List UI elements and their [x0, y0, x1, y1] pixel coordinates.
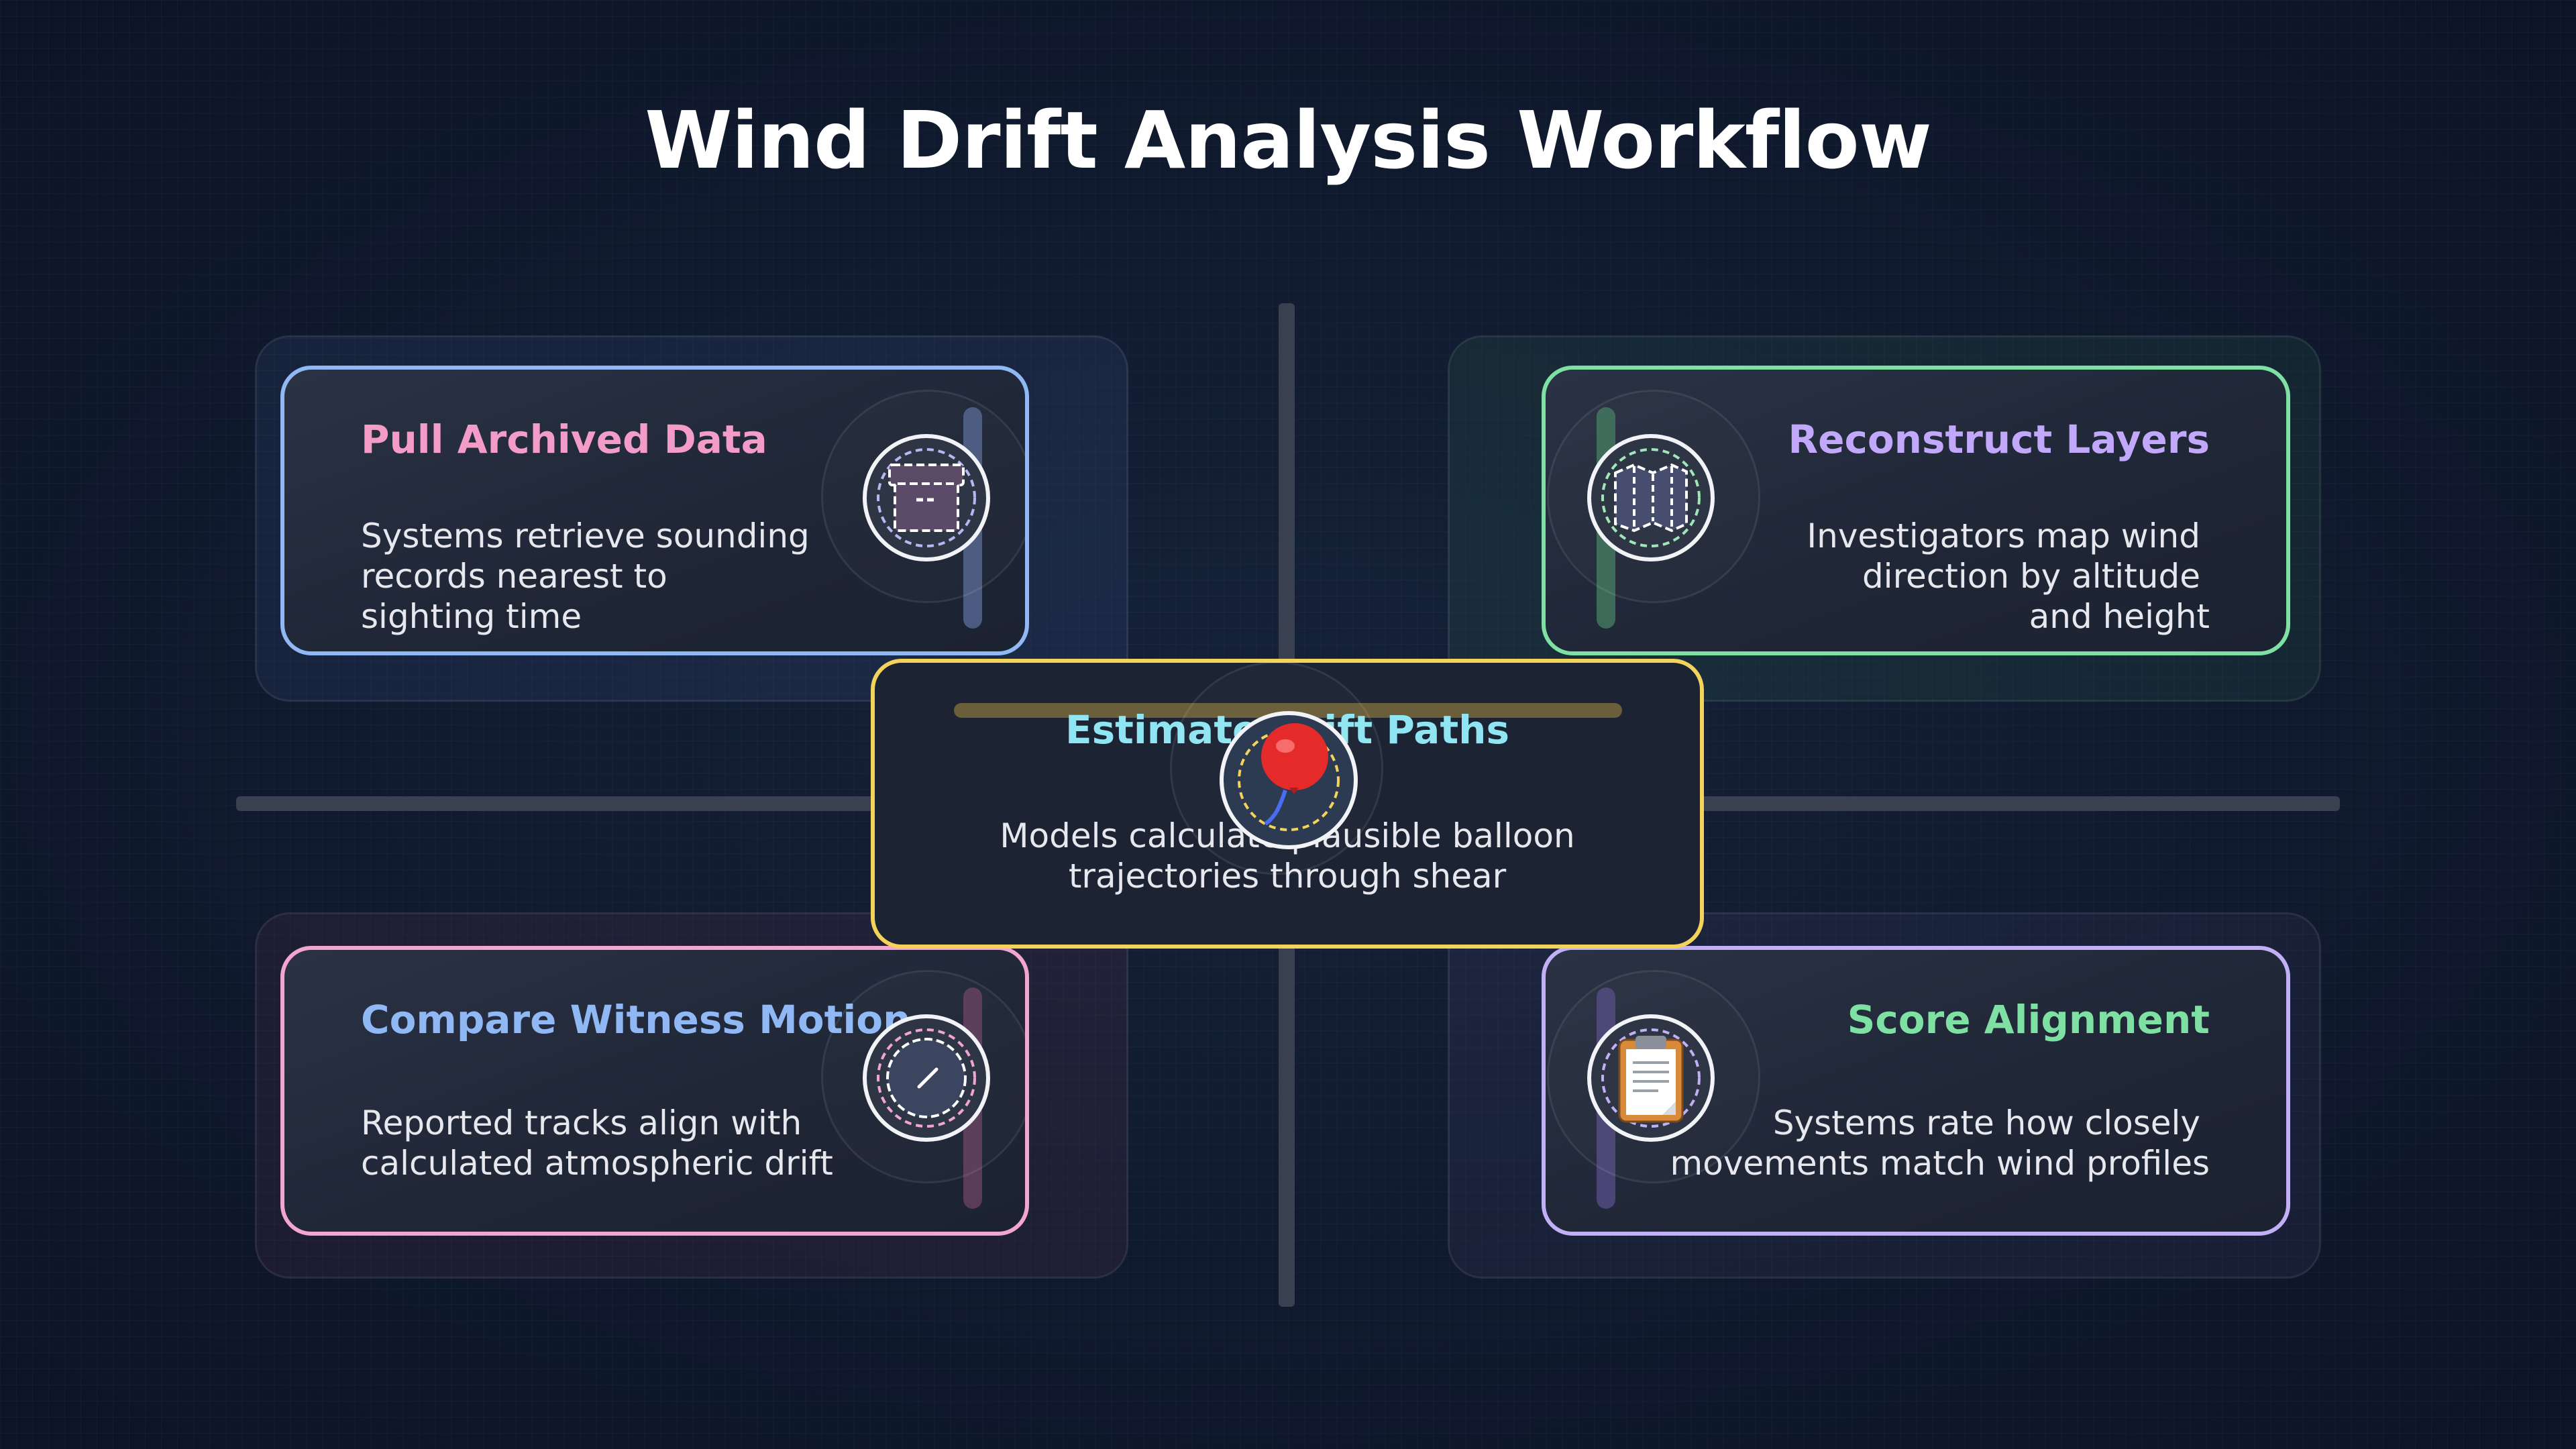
- page-title: Wind Drift Analysis Workflow: [645, 94, 1931, 186]
- step-title: Compare Witness Motion: [361, 997, 911, 1042]
- step-card-compare-witness-motion[interactable]: Compare Witness Motion Reported tracks a…: [280, 946, 1029, 1236]
- step-title: Reconstruct Layers: [1788, 417, 2210, 462]
- balloon-icon: [1220, 711, 1358, 849]
- step-card-estimate-drift-paths[interactable]: Estimate Drift Paths Models calculate pl…: [871, 659, 1704, 949]
- step-description: Investigators map wind direction by alti…: [1807, 517, 2210, 636]
- icon-halo: [821, 970, 1025, 1183]
- layered-map-icon: [1587, 434, 1715, 561]
- icon-halo: [1170, 661, 1383, 875]
- step-card-score-alignment[interactable]: Score Alignment Systems rate how closely…: [1542, 946, 2290, 1236]
- icon-halo: [821, 390, 1025, 603]
- step-description: Reported tracks align with calculated at…: [361, 1104, 833, 1183]
- compass-dial-icon: [863, 1014, 990, 1142]
- step-card-reconstruct-layers[interactable]: Reconstruct Layers Investigators map win…: [1542, 366, 2290, 655]
- clipboard-icon: [1587, 1014, 1715, 1142]
- step-title: Score Alignment: [1847, 997, 2210, 1042]
- step-title: Pull Archived Data: [361, 417, 767, 462]
- icon-halo: [1547, 390, 1760, 603]
- step-description: Systems retrieve sounding records neares…: [361, 517, 810, 636]
- step-description: Systems rate how closely movements match…: [1670, 1104, 2210, 1183]
- archive-box-icon: [863, 434, 990, 561]
- icon-halo: [1547, 970, 1760, 1183]
- step-card-pull-archived-data[interactable]: Pull Archived Data Systems retrieve soun…: [280, 366, 1029, 655]
